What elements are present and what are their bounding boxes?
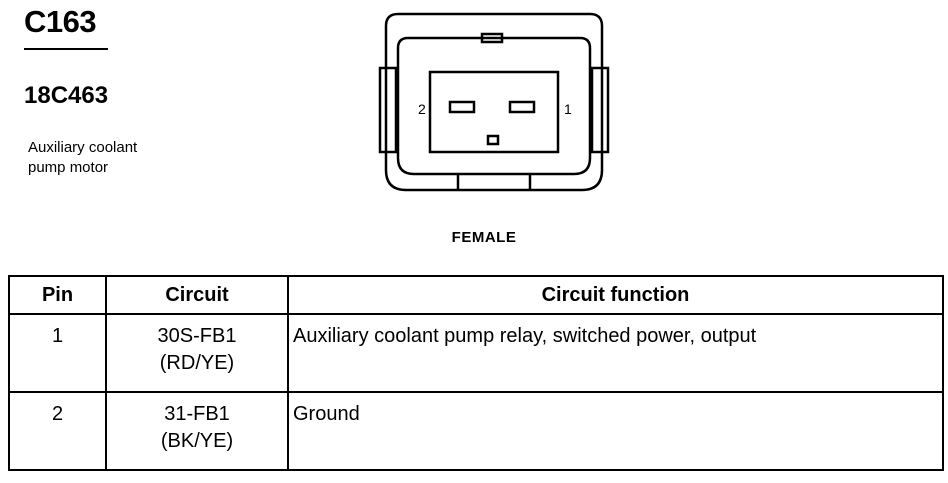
wire-color: (RD/YE) (159, 352, 235, 374)
connector-outer-shell (384, 12, 604, 192)
table-row: 1 30S-FB1 (RD/YE) Auxiliary coolant pump… (8, 313, 944, 393)
pin-label-2: 2 (418, 101, 426, 117)
terminal-cavity (428, 70, 560, 154)
header-pin: Pin (8, 275, 107, 315)
pin-label-1: 1 (564, 101, 572, 117)
description-line: Auxiliary coolant (28, 139, 138, 156)
description-line: pump motor (28, 159, 109, 176)
circuit-id: 31-FB1 (164, 403, 230, 425)
cell-circuit: 31-FB1 (BK/YE) (105, 391, 289, 471)
cell-pin: 2 (8, 391, 107, 471)
part-number: 18C463 (24, 82, 109, 109)
right-latch (590, 66, 610, 154)
header-circuit-function: Circuit function (287, 275, 944, 315)
connector-id: C163 (24, 4, 97, 39)
cell-pin: 1 (8, 313, 107, 393)
pinout-table: Pin Circuit Circuit function 1 30S-FB1 (… (8, 275, 944, 471)
left-latch (378, 66, 398, 154)
pin-1-terminal (508, 100, 536, 114)
cell-circuit-function: Ground (287, 391, 944, 471)
pin-2-terminal (448, 100, 476, 114)
cell-circuit-function: Auxiliary coolant pump relay, switched p… (287, 313, 944, 393)
table-header-row: Pin Circuit Circuit function (8, 275, 944, 315)
connector-id-underline (24, 48, 108, 50)
top-key-tab (480, 32, 504, 44)
table-row: 2 31-FB1 (BK/YE) Ground (8, 391, 944, 471)
header-circuit: Circuit (105, 275, 289, 315)
cell-circuit: 30S-FB1 (RD/YE) (105, 313, 289, 393)
bottom-key-notch (486, 134, 500, 146)
connector-description: Auxiliary coolant pump motor (28, 138, 208, 178)
connector-gender: FEMALE (451, 229, 517, 246)
connector-face-diagram: 2 1 (378, 12, 610, 192)
circuit-id: 30S-FB1 (157, 325, 237, 347)
connector-inner-body (396, 36, 592, 176)
wire-color: (BK/YE) (160, 430, 234, 452)
